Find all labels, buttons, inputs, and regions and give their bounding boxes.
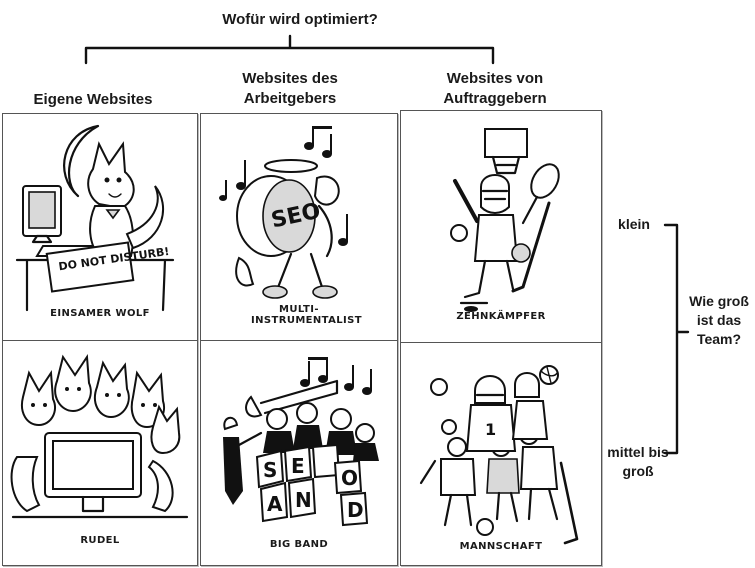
panel-multi-instrumentalist: SEO MULTI-INSTRUMENTALIST (200, 113, 398, 341)
column-header-employer-websites: Websites des Arbeitgebers (242, 70, 338, 107)
stand-letter-6: D (347, 498, 364, 522)
stand-letter-5: O (341, 466, 358, 490)
team-size-small-label: klein (618, 216, 650, 232)
svg-text:1: 1 (485, 420, 496, 439)
caption-decathlete: ZEHNKÄMPFER (456, 311, 546, 322)
optimization-question: Wofür wird optimiert? (222, 11, 378, 28)
decathlete-icon (450, 128, 560, 312)
caption-big-band: BIG BAND (269, 539, 329, 550)
panel-sports-team: 1 MANNSCHAFT (400, 342, 602, 566)
caption-sports-team: MANNSCHAFT (459, 541, 543, 552)
stand-letter-3: A (267, 492, 283, 516)
team-size-question: Wie groß ist das Team? (689, 293, 749, 347)
column-header-own-websites: Eigene Websites (33, 91, 153, 108)
panel-big-band: S E A N O D BIG BAND (200, 340, 398, 566)
stand-letter-1: S (263, 458, 277, 482)
side-bracket (663, 223, 690, 455)
one-man-band-icon: SEO (219, 126, 348, 299)
sports-team-icon: 1 (419, 365, 579, 545)
caption-wolf-pack: RUDEL (80, 535, 120, 546)
stand-letter-2: E (291, 454, 305, 478)
stand-letter-4: N (295, 488, 312, 512)
panel-lone-wolf: DO NOT DISTURB! EINSAMER WOLF (2, 113, 198, 341)
caption-lone-wolf: EINSAMER WOLF (50, 308, 150, 319)
column-header-client-websites: Websites von Auftraggebern (443, 70, 547, 107)
wolf-pack-icon (10, 354, 189, 519)
lone-wolf-icon: DO NOT DISTURB! (15, 124, 175, 312)
big-band-icon: S E A N O D (223, 357, 379, 527)
caption-multi-instrumentalist: MULTI-INSTRUMENTALIST (251, 304, 362, 326)
team-size-large-label: mittel bis groß (607, 444, 669, 479)
panel-decathlete: ZEHNKÄMPFER (400, 110, 602, 344)
panel-wolf-pack: RUDEL (2, 340, 198, 566)
top-bracket (84, 34, 495, 65)
